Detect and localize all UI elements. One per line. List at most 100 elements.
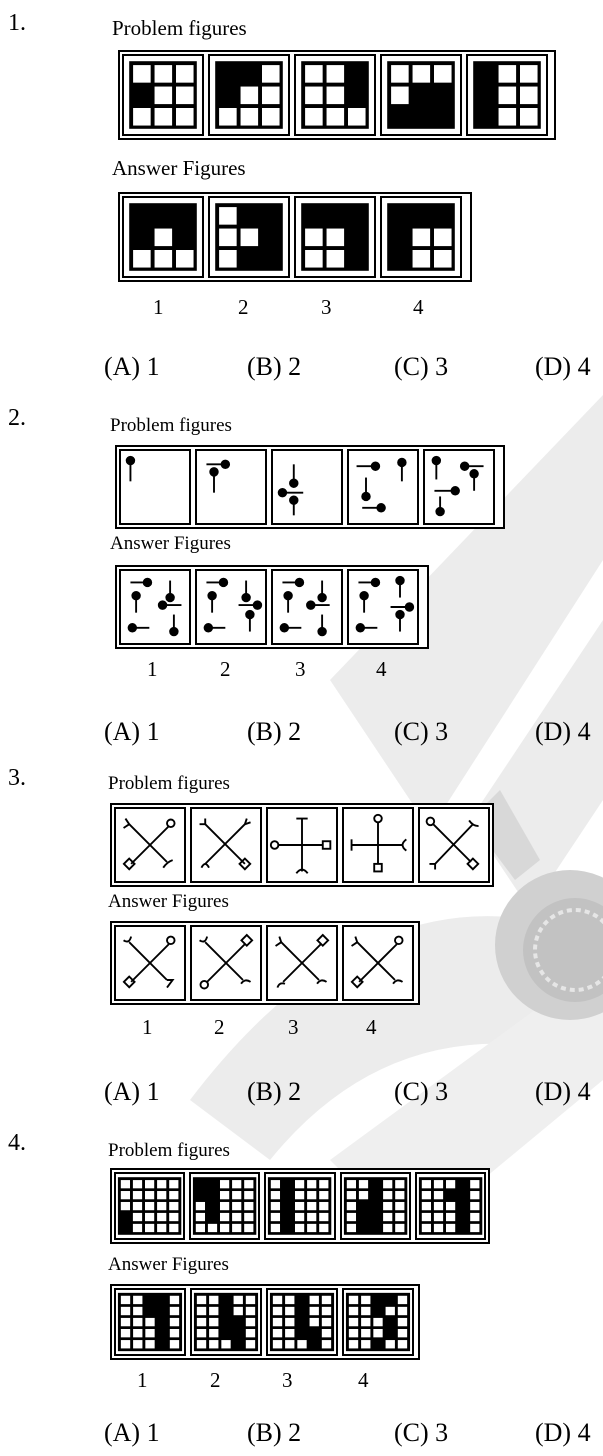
answer-number-4: 4 bbox=[376, 657, 387, 682]
problem-figure-1 bbox=[114, 807, 186, 883]
grid-square bbox=[327, 108, 345, 126]
problem-figure-1 bbox=[114, 1172, 185, 1240]
question-number: 3. bbox=[8, 765, 26, 792]
problem-figures-row bbox=[115, 445, 505, 529]
grid-square bbox=[327, 250, 345, 268]
problem-figure-5 bbox=[423, 449, 495, 525]
grid-square bbox=[155, 87, 173, 105]
option-d[interactable]: (D) 4 bbox=[535, 352, 591, 382]
answer-figures-row bbox=[110, 1284, 420, 1360]
answer-figure-4 bbox=[342, 925, 414, 1001]
grid-square bbox=[219, 250, 237, 268]
option-b[interactable]: (B) 2 bbox=[247, 1418, 301, 1448]
problem-figure-1 bbox=[122, 54, 204, 136]
problem-figures-label: Problem figures bbox=[110, 415, 232, 437]
answer-figure-2 bbox=[208, 196, 290, 278]
problem-figure-5 bbox=[415, 1172, 486, 1240]
option-b[interactable]: (B) 2 bbox=[247, 717, 301, 747]
problem-figure-5 bbox=[466, 54, 548, 136]
answer-figure-3 bbox=[294, 196, 376, 278]
answer-number-3: 3 bbox=[282, 1368, 293, 1393]
problem-figure-3 bbox=[266, 807, 338, 883]
problem-figures-label: Problem figures bbox=[108, 1140, 230, 1162]
option-c[interactable]: (C) 3 bbox=[394, 1418, 448, 1448]
answer-number-4: 4 bbox=[366, 1015, 377, 1040]
question-number: 1. bbox=[8, 10, 26, 37]
grid-square bbox=[434, 65, 452, 83]
answer-number-3: 3 bbox=[288, 1015, 299, 1040]
grid-square bbox=[241, 87, 259, 105]
problem-figure-4 bbox=[340, 1172, 411, 1240]
option-b[interactable]: (B) 2 bbox=[247, 352, 301, 382]
answer-number-1: 1 bbox=[153, 295, 164, 320]
answer-figure-2 bbox=[190, 1288, 262, 1356]
answer-figure-2 bbox=[190, 925, 262, 1001]
problem-figure-3 bbox=[294, 54, 376, 136]
grid-square bbox=[413, 229, 431, 247]
option-c[interactable]: (C) 3 bbox=[394, 717, 448, 747]
grid-square bbox=[520, 65, 538, 83]
answer-number-1: 1 bbox=[137, 1368, 148, 1393]
grid-square bbox=[305, 229, 323, 247]
answer-number-2: 2 bbox=[214, 1015, 225, 1040]
grid-square bbox=[327, 87, 345, 105]
answer-figure-1 bbox=[122, 196, 204, 278]
grid-square bbox=[499, 87, 517, 105]
problem-figures-row bbox=[110, 1168, 490, 1244]
answer-number-2: 2 bbox=[220, 657, 231, 682]
grid-square bbox=[262, 65, 280, 83]
grid-square bbox=[305, 108, 323, 126]
option-c[interactable]: (C) 3 bbox=[394, 352, 448, 382]
answer-figures-label: Answer Figures bbox=[108, 891, 229, 913]
problem-figure-5 bbox=[418, 807, 490, 883]
answer-figure-3 bbox=[266, 925, 338, 1001]
grid-square bbox=[305, 250, 323, 268]
grid-square bbox=[219, 207, 237, 225]
answer-figures-label: Answer Figures bbox=[110, 533, 231, 555]
answer-figures-label: Answer Figures bbox=[112, 156, 246, 181]
grid-square bbox=[348, 108, 366, 126]
option-a[interactable]: (A) 1 bbox=[104, 1418, 160, 1448]
problem-figure-3 bbox=[271, 449, 343, 525]
option-a[interactable]: (A) 1 bbox=[104, 717, 160, 747]
option-b[interactable]: (B) 2 bbox=[247, 1077, 301, 1107]
grid-square bbox=[499, 65, 517, 83]
option-d[interactable]: (D) 4 bbox=[535, 717, 591, 747]
problem-figures-label: Problem figures bbox=[108, 773, 230, 795]
problem-figures-label: Problem figures bbox=[112, 16, 247, 41]
grid-square bbox=[176, 108, 194, 126]
answer-number-1: 1 bbox=[142, 1015, 153, 1040]
answer-figure-3 bbox=[271, 569, 343, 645]
option-d[interactable]: (D) 4 bbox=[535, 1418, 591, 1448]
grid-square bbox=[520, 87, 538, 105]
answer-figure-3 bbox=[266, 1288, 338, 1356]
grid-square bbox=[155, 108, 173, 126]
answer-number-3: 3 bbox=[321, 295, 332, 320]
answer-figures-row bbox=[115, 565, 429, 649]
problem-figure-2 bbox=[189, 1172, 260, 1240]
grid-square bbox=[219, 108, 237, 126]
grid-square bbox=[520, 108, 538, 126]
answer-number-3: 3 bbox=[295, 657, 306, 682]
answer-number-4: 4 bbox=[413, 295, 424, 320]
answer-number-1: 1 bbox=[147, 657, 158, 682]
answer-figure-1 bbox=[119, 569, 191, 645]
answer-number-4: 4 bbox=[358, 1368, 369, 1393]
problem-figure-2 bbox=[208, 54, 290, 136]
option-c[interactable]: (C) 3 bbox=[394, 1077, 448, 1107]
option-d[interactable]: (D) 4 bbox=[535, 1077, 591, 1107]
grid-square bbox=[155, 65, 173, 83]
grid-square bbox=[155, 229, 173, 247]
grid-square bbox=[176, 87, 194, 105]
grid-square bbox=[434, 229, 452, 247]
grid-square bbox=[176, 65, 194, 83]
grid-square bbox=[133, 250, 151, 268]
grid-square bbox=[327, 65, 345, 83]
answer-figures-label: Answer Figures bbox=[108, 1254, 229, 1276]
grid-square bbox=[241, 229, 259, 247]
option-a[interactable]: (A) 1 bbox=[104, 352, 160, 382]
option-a[interactable]: (A) 1 bbox=[104, 1077, 160, 1107]
grid-square bbox=[262, 87, 280, 105]
grid-square bbox=[305, 65, 323, 83]
grid-square bbox=[155, 250, 173, 268]
